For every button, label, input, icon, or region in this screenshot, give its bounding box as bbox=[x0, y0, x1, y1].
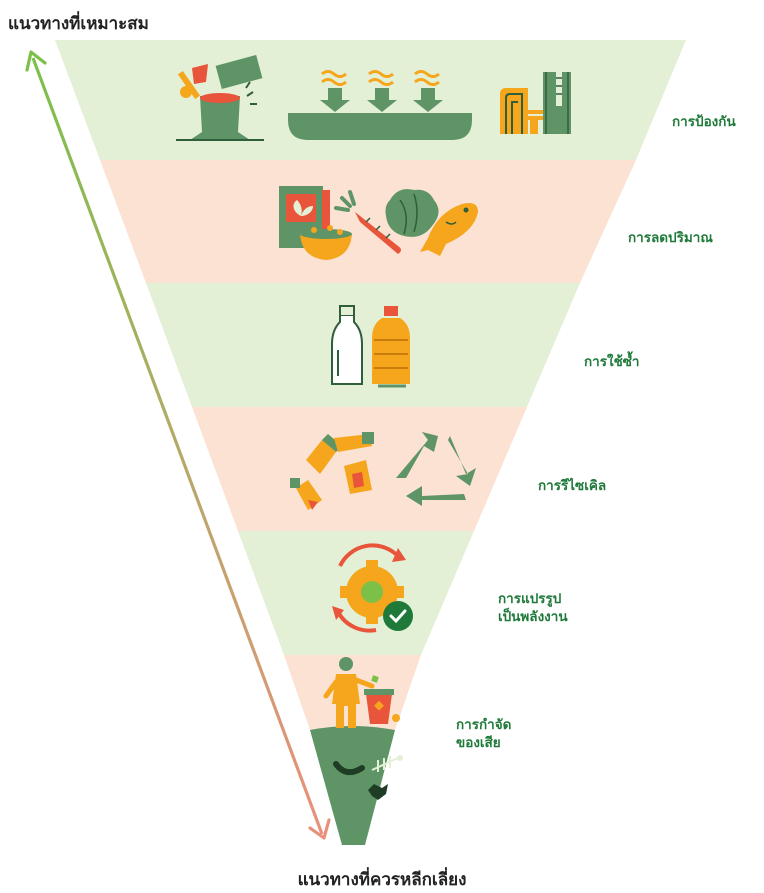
plastic-bottle-icon bbox=[372, 306, 410, 388]
level-label-reuse: การใช้ซ้ำ bbox=[584, 354, 640, 370]
level-label-disposal: การกำจัด ของเสีย bbox=[456, 717, 512, 751]
gear-cycle-check-icon bbox=[332, 543, 413, 633]
level-label-reduction: การลดปริมาณ bbox=[628, 230, 713, 246]
axe-tree-stump-icon bbox=[176, 54, 264, 141]
priority-arrow bbox=[25, 50, 331, 840]
glass-bottle-icon bbox=[331, 305, 363, 385]
person-bin-icon bbox=[323, 657, 400, 728]
broken-bottles-icon bbox=[290, 432, 374, 510]
cabbage-icon bbox=[385, 189, 439, 237]
worst-approach-title: แนวทางที่ควรหลีกเลี่ยง bbox=[297, 870, 467, 890]
level-label-recycle: การรีไซเคิล bbox=[538, 478, 607, 494]
waste-reduction-arrows-icon bbox=[288, 70, 472, 140]
band-landfill bbox=[310, 726, 395, 845]
level-label-energy-recovery: การแปรรูป เป็นพลังงาน bbox=[498, 591, 568, 625]
level-label-prevention: การป้องกัน bbox=[672, 114, 736, 130]
best-approach-title: แนวทางที่เหมาะสม bbox=[8, 14, 149, 34]
landfill-waste-icon bbox=[333, 755, 403, 800]
recycle-icon bbox=[396, 432, 476, 506]
factory-icon bbox=[500, 70, 571, 134]
fish-icon bbox=[420, 203, 478, 256]
band-reduction bbox=[100, 160, 636, 283]
cereal-box-bowl-icon bbox=[279, 186, 352, 260]
carrot-icon bbox=[334, 190, 401, 254]
